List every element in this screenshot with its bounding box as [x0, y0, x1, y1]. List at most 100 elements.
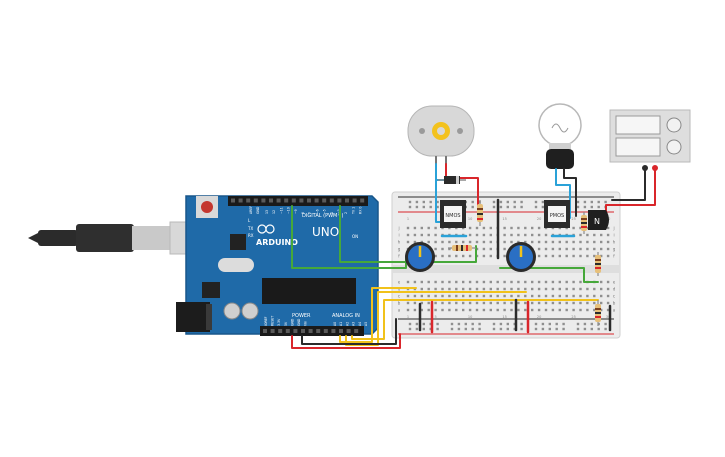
resistor-4[interactable] [595, 252, 601, 276]
header-pin[interactable] [238, 198, 243, 203]
breadboard-hole [537, 233, 541, 237]
header-pin[interactable] [299, 198, 304, 203]
header-pin[interactable] [263, 329, 267, 333]
header-pin[interactable] [284, 198, 289, 203]
pmos-transistor[interactable]: PMOS [544, 200, 570, 228]
breadboard-hole [413, 308, 417, 312]
breadboard-hole [537, 280, 541, 284]
power-supply[interactable] [609, 109, 691, 171]
rail-hole [590, 205, 593, 209]
header-pin[interactable] [278, 329, 283, 333]
header-pin[interactable] [253, 198, 258, 203]
header-pin[interactable] [291, 198, 296, 203]
potentiometer-1[interactable] [405, 242, 435, 272]
breadboard-hole [406, 233, 410, 237]
header-pin[interactable] [360, 198, 365, 203]
wire-yellow-3 [351, 299, 599, 340]
breadboard-hole [558, 240, 561, 244]
header-pin[interactable] [331, 329, 336, 333]
breadboard-hole [600, 240, 603, 244]
header-pin[interactable] [231, 198, 235, 203]
arduino-uno-board[interactable]: ARDUINO UNO DIGITAL (PWM~) POWER ANALOG … [176, 195, 379, 336]
reset-button[interactable] [201, 201, 213, 213]
breadboard-hole [558, 247, 561, 251]
current-knob[interactable] [666, 139, 682, 155]
rail-hole [499, 322, 503, 326]
resistor-1[interactable] [477, 200, 483, 226]
breadboard-hole [475, 287, 479, 291]
breadboard-hole [551, 247, 555, 251]
header-pin[interactable] [354, 329, 359, 333]
breadboard-hole [586, 254, 589, 258]
header-pin[interactable] [301, 329, 305, 333]
header-pin[interactable] [346, 329, 351, 333]
rail-hole [590, 200, 593, 204]
rail-hole [534, 205, 538, 209]
header-pin[interactable] [246, 198, 251, 203]
rail-hole [429, 327, 432, 331]
header-pin[interactable] [276, 198, 281, 203]
header-pin[interactable] [322, 198, 327, 203]
header-pin[interactable] [314, 198, 319, 203]
column-number: 20 [537, 217, 541, 221]
breadboard-hole [434, 280, 437, 284]
breadboard-hole [489, 280, 492, 284]
breadboard-hole [606, 226, 610, 230]
breadboard-hole [579, 254, 582, 258]
header-pin[interactable] [308, 329, 313, 333]
light-bulb[interactable] [538, 103, 582, 169]
header-pin[interactable] [261, 198, 266, 203]
breadboard-hole [558, 254, 561, 258]
pin-label: GND [297, 318, 301, 326]
pin-label: RESET [271, 316, 275, 326]
resistor-3[interactable] [581, 212, 587, 234]
breadboard-hole [482, 301, 486, 305]
breadboard-hole [531, 226, 534, 230]
header-pin[interactable] [323, 329, 328, 333]
row-letter: h [398, 240, 401, 245]
diode[interactable] [438, 176, 466, 184]
nmos-transistor[interactable]: NMOS [440, 200, 466, 228]
header-pin[interactable] [269, 198, 273, 203]
wire-bulb-black [563, 168, 577, 217]
rail-hole [422, 322, 425, 326]
header-pin[interactable] [293, 329, 298, 333]
potentiometer-2[interactable] [506, 242, 536, 272]
header-pin[interactable] [329, 198, 334, 203]
breadboard-hole [544, 308, 548, 312]
breadboard-hole [565, 294, 568, 298]
breadboard-hole [531, 294, 534, 298]
breadboard-hole [558, 301, 561, 305]
breadboard-hole [572, 287, 575, 291]
header-pin[interactable] [345, 198, 349, 203]
breadboard-hole [496, 308, 499, 312]
header-pin[interactable] [307, 198, 311, 203]
header-pin[interactable] [270, 329, 275, 333]
breadboard-hole [510, 233, 513, 237]
npn-transistor[interactable]: N [588, 210, 609, 230]
column-number: 5 [434, 315, 436, 319]
breadboard-hole [406, 308, 410, 312]
pin-label: IOREF [264, 316, 268, 326]
resistor-2[interactable] [448, 245, 476, 251]
dc-motor[interactable] [407, 105, 475, 164]
row-letter: b [398, 301, 401, 306]
breadboard-hole [537, 240, 541, 244]
voltage-knob[interactable] [666, 117, 682, 133]
header-pin[interactable] [285, 329, 290, 333]
header-pin[interactable] [339, 329, 343, 333]
resistor-5[interactable] [595, 300, 601, 326]
header-pin[interactable] [352, 198, 357, 203]
header-pin[interactable] [316, 329, 321, 333]
breadboard-hole [434, 233, 437, 237]
wire-ps-red [605, 167, 656, 213]
rail-hole [604, 322, 607, 326]
breadboard-hole [427, 301, 430, 305]
breadboard-hole [524, 308, 527, 312]
column-number: 15 [502, 315, 506, 319]
rail-hole [408, 205, 412, 209]
breadboard-hole [475, 301, 479, 305]
header-pin[interactable] [337, 198, 342, 203]
rail-hole [513, 200, 516, 204]
